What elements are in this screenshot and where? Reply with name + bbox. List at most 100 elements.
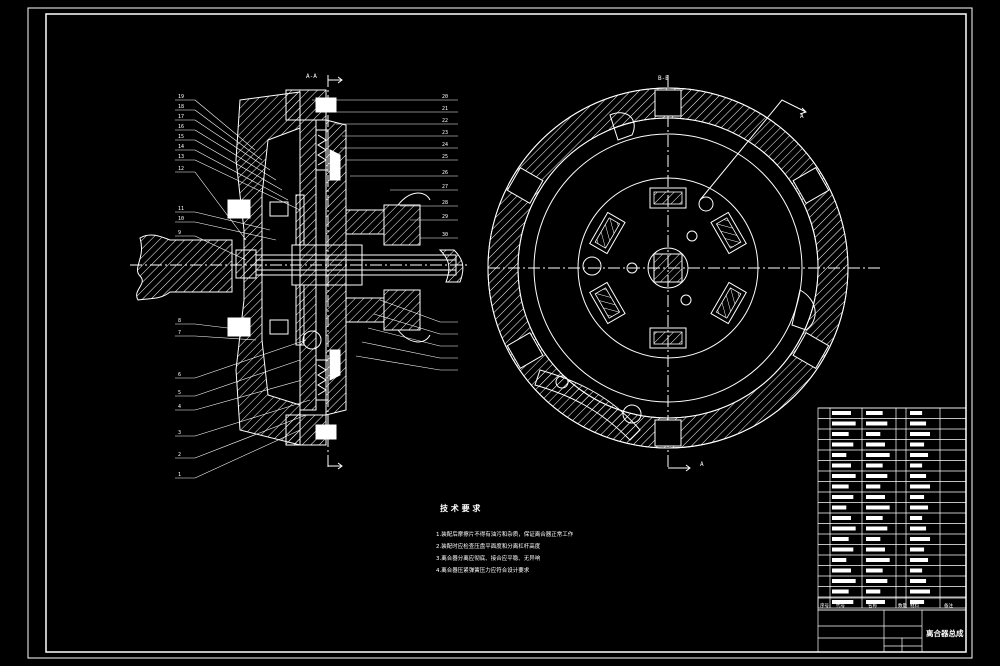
callout-leader xyxy=(194,335,257,341)
section-line-upper xyxy=(699,99,807,201)
callout-leader xyxy=(194,129,277,181)
bom-cell-mark xyxy=(910,537,931,541)
cover-lug-right xyxy=(791,289,816,331)
bom-cell-mark xyxy=(832,579,856,583)
damper-spring xyxy=(589,281,626,325)
bom-cell-mark xyxy=(866,442,885,447)
torsion-damper xyxy=(302,330,322,350)
bom-header-cell: 材料 xyxy=(910,602,919,609)
bom-cell-mark xyxy=(832,432,849,436)
bolt-shank-bottom xyxy=(269,319,289,335)
bom-cell-mark xyxy=(866,474,888,478)
callout-number: 20 xyxy=(442,94,448,100)
section-mark-right-bottom: A xyxy=(700,461,704,468)
callout-leader xyxy=(379,299,441,323)
callout-leader xyxy=(194,159,301,211)
release-bearing-top xyxy=(345,209,385,235)
callout-number: 27 xyxy=(442,184,448,190)
callout-number: 4 xyxy=(178,404,181,410)
callout-number: 12 xyxy=(178,166,184,172)
bom-cell-mark xyxy=(910,495,925,499)
clutch-hub xyxy=(291,244,363,286)
callout-number: 6 xyxy=(178,372,181,378)
callout-number: 9 xyxy=(178,230,181,236)
callout-leader xyxy=(194,235,247,261)
bom-cell-mark xyxy=(866,432,881,436)
section-view-left xyxy=(130,75,470,470)
inner-frame xyxy=(45,13,967,653)
ring-notch xyxy=(654,419,682,447)
bom-cell-mark xyxy=(832,568,851,573)
bill-of-materials xyxy=(817,407,967,609)
hub-splines xyxy=(653,253,683,283)
release-sleeve xyxy=(383,204,421,331)
bom-cell-mark xyxy=(832,463,851,468)
bom-cell-mark xyxy=(832,589,849,594)
callout-leader xyxy=(194,359,301,397)
tech-req-item-4: 4.离合器压紧弹簧压力应符合设计要求 xyxy=(436,566,530,574)
callout-number: 1 xyxy=(178,472,181,478)
callout-number: 29 xyxy=(442,214,448,220)
tech-req-title: 技 术 要 求 xyxy=(440,503,481,513)
ring-notches xyxy=(506,89,830,447)
bom-cell-mark xyxy=(832,453,847,457)
drawing-title: 离合器总成 xyxy=(926,628,964,638)
spring-coil-top xyxy=(317,134,327,166)
bom-cell-mark xyxy=(910,589,931,594)
ring-notch xyxy=(506,332,544,369)
rivet-hole-1 xyxy=(698,196,714,212)
spring-body xyxy=(594,217,621,249)
section-label-a: A-A xyxy=(306,73,317,80)
bom-cell-mark xyxy=(910,432,931,436)
bom-cell-mark xyxy=(832,442,854,447)
bom-header-cell: 名称 xyxy=(868,602,877,609)
cover-bolt-top xyxy=(315,97,337,113)
bom-cell-mark xyxy=(832,421,856,426)
bom-cell-mark xyxy=(832,495,854,499)
pressure-spring-top xyxy=(315,129,329,171)
cover-bolt-bottom xyxy=(315,424,337,440)
callout-leader xyxy=(361,341,441,359)
outer-frame xyxy=(27,7,973,659)
bom-cell-mark xyxy=(866,547,885,552)
damper-spring xyxy=(710,281,747,325)
bom-cell-mark xyxy=(832,537,849,541)
damper-spring-windows xyxy=(589,187,747,349)
bom-cell-mark xyxy=(910,474,927,478)
callout-number: 19 xyxy=(178,94,184,100)
outer-rim xyxy=(487,87,849,449)
bom-cell-mark xyxy=(910,547,925,552)
callout-leader xyxy=(194,414,307,459)
bom-cell-mark xyxy=(866,453,890,457)
bom-cell-mark xyxy=(866,421,888,426)
bom-cell-mark xyxy=(832,516,851,520)
callout-number: 13 xyxy=(178,154,184,160)
bom-cell-mark xyxy=(910,411,923,415)
bom-cell-mark xyxy=(832,411,851,415)
bom-cell-mark xyxy=(866,463,883,468)
hub-center xyxy=(647,247,689,289)
callout-number: 23 xyxy=(442,130,448,136)
section-mark-right-top: A xyxy=(800,113,804,120)
callout-number: 8 xyxy=(178,318,181,324)
section-label-b: B-B xyxy=(658,75,669,82)
callout-number: 3 xyxy=(178,430,181,436)
bom-cell-mark xyxy=(910,568,923,573)
bom-cell-mark xyxy=(832,505,847,510)
spring-coil-bottom xyxy=(317,364,327,396)
spring-window xyxy=(710,281,747,325)
release-fork xyxy=(397,192,431,343)
spring-window xyxy=(649,187,687,209)
bom-text-marks xyxy=(832,411,931,604)
tech-req-item-3: 3.离合器分离应彻底、接合应平稳、无异响 xyxy=(436,554,541,562)
callout-number: 15 xyxy=(178,134,184,140)
disc-hub-plate xyxy=(577,177,759,359)
tech-req-item-1: 1.装配后摩擦片不得有油污和杂质，保证离合器正常工作 xyxy=(436,530,574,538)
bom-header-cell: 代号 xyxy=(836,602,845,609)
callout-number: 26 xyxy=(442,170,448,176)
inner-rim xyxy=(517,117,819,419)
callout-leader xyxy=(194,323,245,331)
bom-cell-mark xyxy=(910,442,925,447)
